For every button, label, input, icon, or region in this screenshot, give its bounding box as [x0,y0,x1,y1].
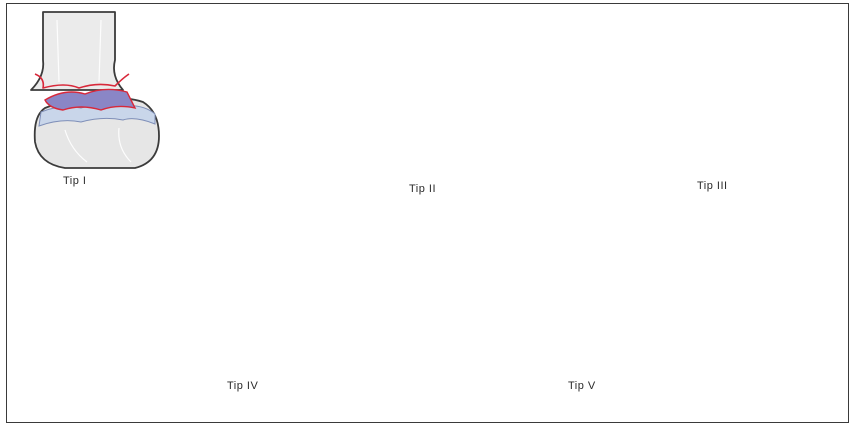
label-type-3: Tip III [697,180,728,192]
type-1-illustration [31,12,159,168]
label-type-4: Tip IV [227,380,258,392]
label-type-1: Tip I [63,175,87,187]
label-type-5: Tip V [568,380,596,392]
label-type-2: Tip II [409,183,436,195]
